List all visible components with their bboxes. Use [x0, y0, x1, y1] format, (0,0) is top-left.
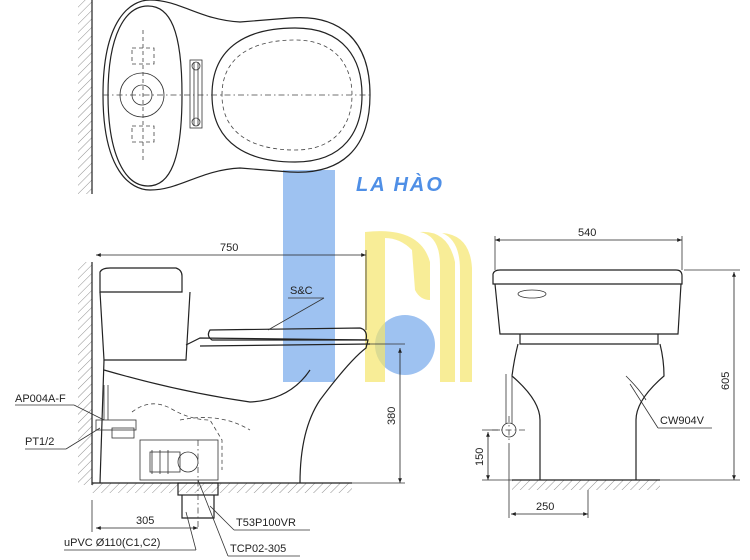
dim-total-height: 605	[720, 372, 732, 390]
front-dimensions: 540 605 150 250	[474, 227, 740, 518]
front-callouts: CW904V	[629, 383, 712, 429]
watermark-logo: LA HÀO	[283, 170, 472, 382]
side-dimensions: 750 380 305	[91, 242, 405, 532]
side-callouts: S&C AP004A-F PT1/2 T53P100VR uPVC Ø110(C…	[15, 285, 325, 557]
front-view	[492, 269, 683, 490]
top-view	[78, 0, 371, 194]
side-view	[78, 262, 371, 530]
dim-top-width: 750	[220, 242, 238, 254]
dim-supply-offset: 250	[536, 501, 554, 513]
watermark-text: LA HÀO	[356, 173, 444, 196]
dim-supply-height: 150	[474, 448, 486, 466]
callout-fill-valve: AP004A-F	[15, 393, 66, 405]
callout-flange: T53P100VR	[236, 517, 296, 529]
logo-blue-bar	[283, 170, 335, 382]
callout-pipe: uPVC Ø110(C1,C2)	[64, 537, 160, 549]
logo-blue-circle	[375, 315, 435, 375]
callout-supply-hose: CW904V	[660, 415, 705, 427]
callout-seat: S&C	[290, 285, 313, 297]
dim-seat-height: 380	[386, 407, 398, 425]
callout-inlet: PT1/2	[25, 436, 54, 448]
dim-rough-in: 305	[136, 515, 154, 527]
dim-front-width: 540	[578, 227, 596, 239]
callout-connector: TCP02-305	[230, 543, 286, 555]
